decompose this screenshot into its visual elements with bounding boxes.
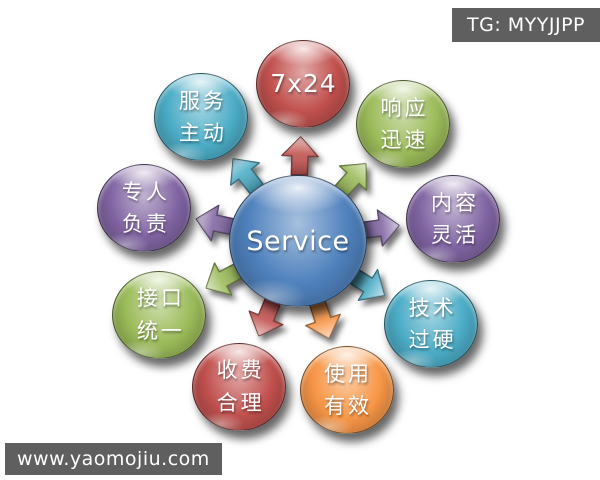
node-label-line: 统一 bbox=[136, 318, 185, 343]
node-label: 技术过硬 bbox=[406, 292, 457, 357]
center-node-service: Service bbox=[229, 175, 367, 307]
node-label-line: 接口 bbox=[136, 286, 185, 311]
node-jishu-guoying: 技术过硬 bbox=[384, 280, 479, 369]
node-label: 内容灵活 bbox=[428, 187, 479, 252]
node-shoufei-heli: 收费合理 bbox=[192, 342, 287, 431]
outward-arrow-icon bbox=[303, 298, 343, 341]
node-label: 收费合理 bbox=[214, 354, 265, 419]
telegram-watermark: TG: MYYJJPP bbox=[452, 8, 600, 42]
node-jiekou-tongyi: 接口统一 bbox=[112, 270, 207, 359]
node-label-line: 收费 bbox=[216, 358, 265, 383]
website-watermark: www.yaomojiu.com bbox=[5, 443, 222, 475]
node-label-line: 7x24 bbox=[270, 68, 337, 98]
node-label-line: 专人 bbox=[121, 179, 170, 204]
node-label: 服务主动 bbox=[176, 85, 227, 150]
outward-arrow-icon bbox=[280, 135, 320, 177]
node-label: 专人负责 bbox=[119, 176, 170, 241]
node-zhuanren-fuze: 专人负责 bbox=[97, 164, 192, 253]
node-label-line: 过硬 bbox=[408, 328, 457, 353]
outward-arrow-icon bbox=[246, 296, 286, 339]
node-label: 响应迅速 bbox=[378, 92, 429, 157]
outward-arrow-icon bbox=[359, 207, 400, 249]
node-shiyong-youxiao: 使用有效 bbox=[299, 346, 394, 435]
node-neirong-linghuo: 内容灵活 bbox=[406, 175, 501, 264]
node-label-line: 主动 bbox=[178, 121, 227, 146]
center-node-label: Service bbox=[246, 225, 350, 257]
node-label-line: 响应 bbox=[380, 95, 429, 120]
node-label-line: 服务 bbox=[178, 88, 227, 113]
node-7x24: 7x24 bbox=[256, 40, 351, 129]
node-label-line: 内容 bbox=[430, 190, 479, 215]
node-label-line: 合理 bbox=[216, 390, 265, 415]
node-label-line: 使用 bbox=[324, 361, 373, 386]
node-label-line: 技术 bbox=[408, 295, 457, 320]
node-label-line: 灵活 bbox=[430, 223, 479, 248]
node-xiangying-xunsu: 响应迅速 bbox=[356, 80, 451, 169]
node-label: 使用有效 bbox=[321, 358, 372, 423]
node-fuwu-zhudong: 服务主动 bbox=[154, 73, 249, 162]
node-label-line: 迅速 bbox=[380, 128, 429, 153]
node-label: 接口统一 bbox=[134, 282, 185, 347]
node-label-line: 负责 bbox=[121, 212, 170, 237]
node-label-line: 有效 bbox=[324, 394, 373, 419]
node-label: 7x24 bbox=[270, 65, 337, 104]
